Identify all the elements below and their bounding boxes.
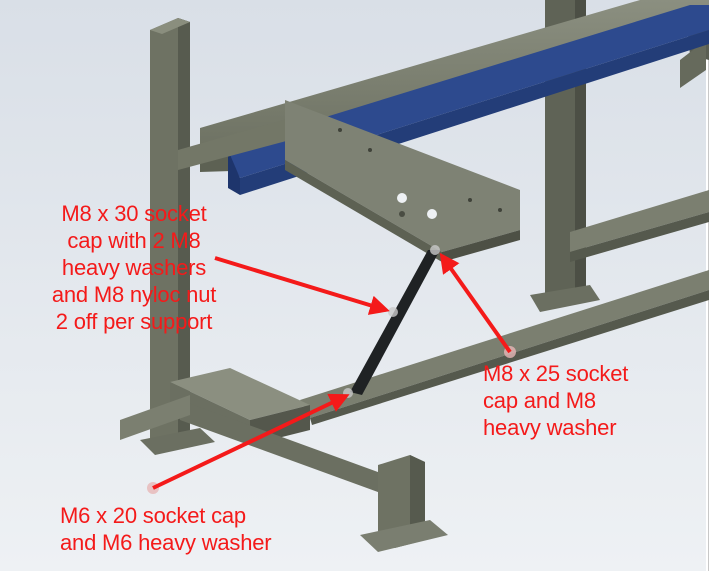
plate-hole	[427, 209, 437, 219]
front-foot-plate	[360, 520, 448, 552]
callout-arrow-strut-top	[439, 252, 512, 354]
callout-arrow-strut-bottom	[152, 393, 350, 490]
callout-text-bottom: M6 x 20 socket cap and M6 heavy washer	[60, 503, 272, 555]
back-rail	[570, 190, 709, 252]
top-side-beam	[200, 0, 709, 150]
callout-text-top-left: M8 x 30 socket cap with 2 M8 heavy washe…	[51, 201, 217, 334]
support-strut	[350, 250, 440, 395]
callout-text-right: M8 x 25 socket cap and M8 heavy washer	[483, 361, 629, 440]
back-right-foot	[530, 285, 600, 312]
front-base-beam	[180, 400, 400, 500]
mounting-plate	[285, 100, 520, 252]
callout-arrow-strut-middle	[214, 256, 390, 315]
bolt-top	[430, 245, 440, 255]
lower-cross-beam	[170, 368, 310, 420]
bolt-mid	[388, 307, 398, 317]
plate-hole	[397, 193, 407, 203]
left-foot-plate	[140, 428, 215, 455]
